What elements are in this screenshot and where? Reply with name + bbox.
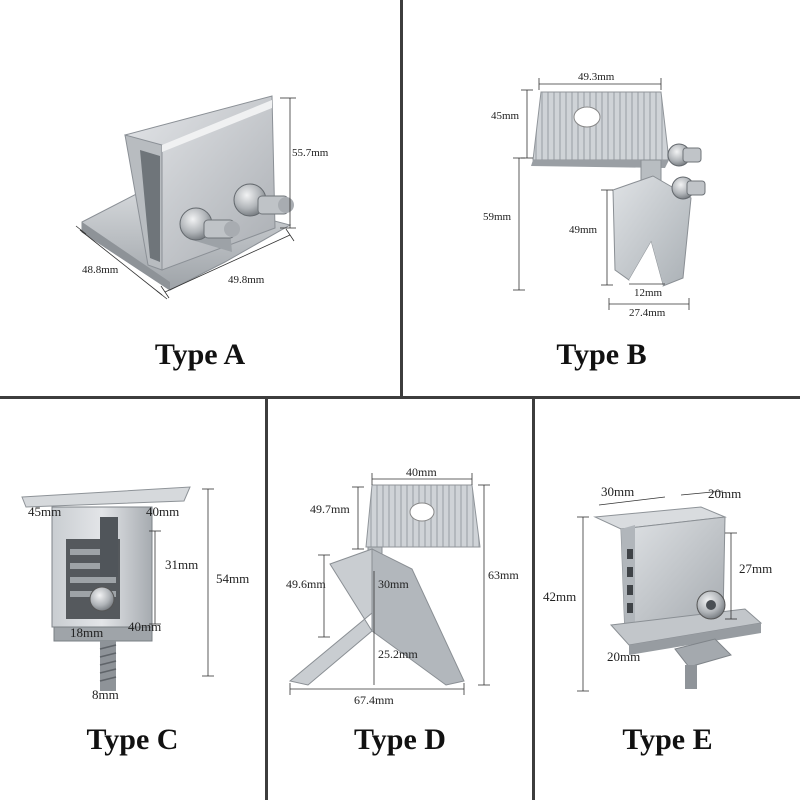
dim-top-right: 20mm xyxy=(708,486,742,501)
dim-total-height: 63mm xyxy=(488,568,519,582)
panel-type-e: 30mm 20mm 27mm 42mm 20mm Type E xyxy=(535,399,800,800)
type-c-title: Type C xyxy=(86,723,179,756)
dim-bolt: 8mm xyxy=(92,687,119,702)
panel-type-d: 40mm 49.7mm 63mm 49.6mm 30mm 25.2mm 67.4… xyxy=(268,399,532,800)
dim-total-height: 54mm xyxy=(216,571,250,586)
dim-height: 55.7mm xyxy=(292,147,329,159)
type-e-clamp-image xyxy=(577,490,763,692)
type-e-title: Type E xyxy=(622,723,713,756)
bolt-icon xyxy=(667,143,702,167)
divider-bottom-left xyxy=(265,398,268,800)
bolt-icon xyxy=(685,590,726,689)
bolt-icon xyxy=(233,183,294,217)
dim-depth: 48.8mm xyxy=(82,264,119,276)
dim-inner-height: 31mm xyxy=(165,557,199,572)
dim-bottom-left: 18mm xyxy=(70,625,104,640)
panel-type-a: 55.7mm 48.8mm 49.8mm Type A xyxy=(0,0,400,396)
dim-lower-height: 25.2mm xyxy=(378,647,418,661)
type-d-title: Type D xyxy=(354,723,446,756)
bolt-icon xyxy=(99,641,117,691)
divider-horizontal xyxy=(0,396,800,399)
dim-width: 49.8mm xyxy=(228,274,265,286)
dim-total-height: 42mm xyxy=(543,589,577,604)
dim-top-width: 40mm xyxy=(406,465,437,479)
divider-bottom-right xyxy=(532,398,535,800)
dim-bottom-right: 40mm xyxy=(128,619,162,634)
dim-base: 20mm xyxy=(607,649,641,664)
type-c-clamp-image xyxy=(21,486,214,691)
type-a-clamp-image xyxy=(75,95,296,300)
dim-leg-height: 49mm xyxy=(569,224,598,236)
dim-total-height: 59mm xyxy=(483,211,512,223)
dim-leg-length: 49.6mm xyxy=(286,577,326,591)
type-a-title: Type A xyxy=(154,338,246,371)
divider-top-vertical xyxy=(400,0,403,398)
dim-center-height: 30mm xyxy=(378,577,409,591)
bolt-icon xyxy=(179,207,240,252)
dim-base-width: 67.4mm xyxy=(354,693,394,707)
dim-top-height: 45mm xyxy=(491,110,520,122)
panel-type-b: 49.3mm 45mm 59mm 49mm 12mm 27.4mm Type B xyxy=(403,0,800,396)
panel-type-c: 45mm 40mm 31mm 54mm 18mm 40mm 8mm Type C xyxy=(0,399,265,800)
bolt-icon xyxy=(671,176,706,200)
type-d-clamp-image xyxy=(288,473,490,695)
dim-wing-height: 27mm xyxy=(739,561,773,576)
type-b-title: Type B xyxy=(556,338,647,371)
dim-top-left: 30mm xyxy=(601,484,635,499)
dim-top-width: 49.3mm xyxy=(578,71,615,83)
dim-base: 27.4mm xyxy=(629,307,666,319)
dim-left-flange: 45mm xyxy=(28,504,62,519)
dim-right-flange: 40mm xyxy=(146,504,180,519)
dim-slot: 12mm xyxy=(634,287,663,299)
type-b-clamp-image xyxy=(513,78,706,310)
dim-top-height: 49.7mm xyxy=(310,502,350,516)
